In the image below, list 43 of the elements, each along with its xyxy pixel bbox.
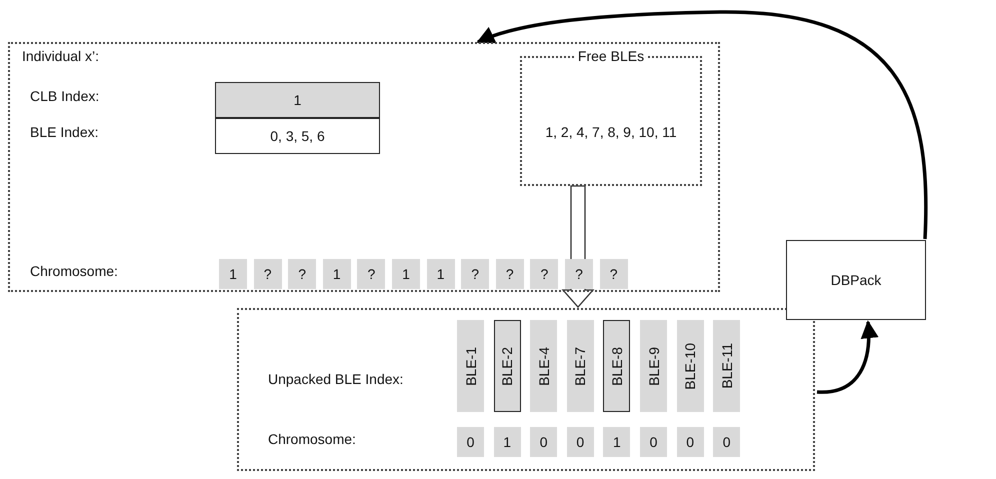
panel-heading: Free BLEs [576, 48, 646, 64]
gene-cell: 0 [530, 427, 558, 457]
ble-cell: BLE-11 [713, 320, 740, 412]
ble-cell: BLE-9 [640, 320, 667, 412]
gene-cell: ? [254, 259, 282, 289]
index-cell: 0, 3, 5, 6 [215, 118, 380, 154]
ble-cell: BLE-2 [494, 320, 521, 412]
process-box: DBPack [786, 240, 926, 320]
hollow-arrow [562, 185, 594, 308]
panel-heading: Individual x’: [22, 48, 100, 64]
gene-cell: 0 [566, 427, 594, 457]
dotted-panel [8, 42, 720, 292]
gene-cell: 1 [392, 259, 420, 289]
ble-cell: BLE-8 [603, 320, 630, 412]
row-label: BLE Index: [30, 124, 98, 140]
row-label: Chromosome: [30, 263, 118, 279]
ble-cell: BLE-4 [530, 320, 558, 412]
gene-cell: 0 [457, 427, 484, 457]
gene-cell: 0 [676, 427, 704, 457]
gene-cell: 0 [640, 427, 667, 457]
gene-cell: 1 [494, 427, 521, 457]
gene-cell: ? [530, 259, 558, 289]
row-label: Unpacked BLE Index: [268, 371, 404, 387]
gene-cell: ? [357, 259, 386, 289]
arrow [817, 320, 878, 394]
gene-cell: 0 [713, 427, 740, 457]
gene-cell: ? [565, 259, 593, 289]
index-cell: 1 [215, 82, 380, 118]
row-label: CLB Index: [30, 88, 100, 104]
arrow [476, 10, 928, 240]
ble-cell: BLE-10 [676, 320, 704, 412]
gene-cell: 1 [322, 259, 351, 289]
gene-cell: 1 [603, 427, 630, 457]
gene-cell: ? [461, 259, 490, 289]
ble-cell: BLE-7 [566, 320, 594, 412]
gene-cell: ? [288, 259, 316, 289]
dotted-panel [237, 308, 815, 471]
gene-cell: ? [600, 259, 628, 289]
gene-cell: ? [496, 259, 524, 289]
row-label: Chromosome: [268, 431, 356, 447]
ble-cell: BLE-1 [457, 320, 484, 412]
gene-cell: 1 [219, 259, 247, 289]
gene-cell: 1 [426, 259, 455, 289]
